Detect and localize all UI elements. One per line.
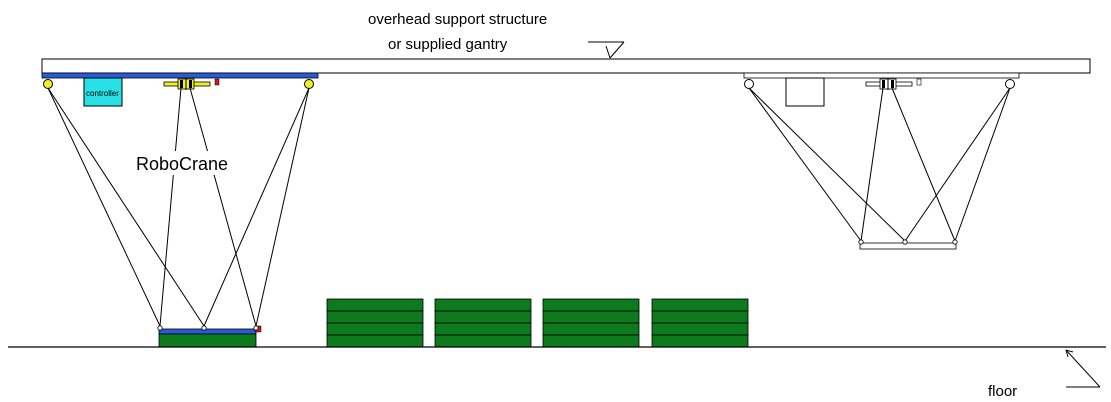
load-stack-2 — [434, 298, 532, 348]
pulley-icon — [43, 79, 53, 89]
left-platform-plate — [158, 328, 257, 335]
load-stack-4 — [651, 298, 749, 348]
platform-joint — [201, 325, 207, 331]
support-label-line2: or supplied gantry — [388, 36, 508, 53]
right-cables — [748, 87, 1011, 242]
robocrane-label: RoboCrane — [136, 154, 228, 174]
platform-joint — [858, 239, 864, 245]
pulley-icon — [1005, 79, 1015, 89]
floor-label: floor — [988, 383, 1017, 400]
platform-joint — [253, 325, 259, 331]
left-cables — [47, 87, 310, 327]
platform-joint — [952, 239, 958, 245]
platform-joint — [902, 239, 908, 245]
winch-icon — [163, 78, 211, 90]
left-blue-rail — [41, 72, 319, 79]
right-platform-plate — [859, 242, 957, 250]
controller-label: controller — [86, 89, 119, 98]
pulley-icon — [744, 79, 754, 89]
right-rail — [743, 72, 1020, 79]
overhead-support-beam — [41, 58, 1091, 74]
pulley-icon — [304, 79, 314, 89]
left-platform-load — [158, 333, 257, 348]
arrow-icon — [1065, 349, 1101, 388]
platform-joint — [157, 325, 163, 331]
controller-box — [83, 77, 123, 107]
right-controller-box — [785, 77, 825, 107]
winch-icon — [865, 78, 913, 90]
left-red-marker-top — [214, 78, 220, 86]
load-stack-3 — [542, 298, 640, 348]
support-label-line1: overhead support structure — [368, 11, 547, 28]
load-stack-1 — [326, 298, 424, 348]
right-marker-top — [916, 78, 922, 86]
triangle-marker-icon — [588, 41, 625, 59]
